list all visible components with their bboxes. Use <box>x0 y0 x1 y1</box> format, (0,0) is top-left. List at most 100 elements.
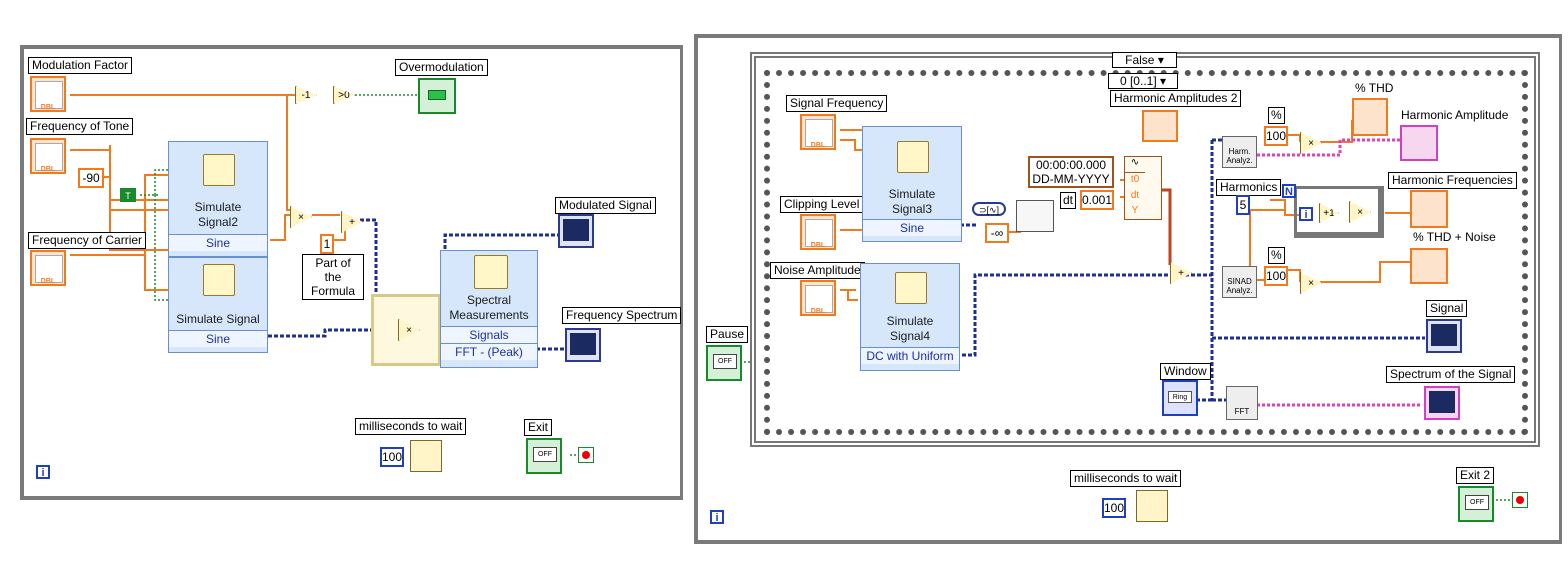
modulation-factor-control[interactable]: DBL <box>30 76 66 112</box>
spectral-measurements-title: Spectral Measurements <box>449 293 529 322</box>
in-place-structure[interactable]: × <box>371 294 441 366</box>
label-spectrum-of-signal: Spectrum of the Signal <box>1386 366 1516 383</box>
simulate-signal-mode[interactable]: Sine <box>169 330 267 347</box>
label-harmonic-amplitude: Harmonic Amplitude <box>1401 108 1509 122</box>
exit-2-button-control[interactable]: OFF <box>1458 486 1494 522</box>
timestamp-date: DD-MM-YYYY <box>1032 172 1110 186</box>
simulate-signal2-mode[interactable]: Sine <box>169 234 267 251</box>
label-pause: Pause <box>706 326 749 343</box>
noise-amplitude-control[interactable]: DBL <box>800 280 836 316</box>
simulate-signal4-mode[interactable]: DC with Uniform <box>861 347 959 364</box>
dynamic-data-convert-icon[interactable]: ⊃[∿] <box>972 202 1006 216</box>
harmonic-frequencies-indicator[interactable] <box>1410 190 1448 228</box>
label-modulated-signal: Modulated Signal <box>555 197 656 214</box>
true-constant[interactable]: T <box>120 188 136 202</box>
signal-graph-indicator[interactable] <box>1426 319 1462 353</box>
thd-noise-indicator[interactable] <box>1410 248 1448 284</box>
constant-negative-infinity[interactable]: -∞ <box>985 223 1009 243</box>
label-percent-noise-constant: % <box>1268 247 1285 264</box>
multiply-primitive-inner[interactable]: × <box>398 319 420 341</box>
label-dt-constant: dt <box>1060 192 1077 209</box>
constant-hundred-noise[interactable]: 100 <box>1264 266 1288 286</box>
peak-icon <box>474 255 508 289</box>
timestamp-constant[interactable]: 00:00:00.000 DD-MM-YYYY <box>1028 156 1114 188</box>
timestamp-time: 00:00:00.000 <box>1035 158 1107 172</box>
case-selector-value: False <box>1125 53 1155 67</box>
label-harmonics: Harmonics <box>1216 179 1282 196</box>
free-label-part-of-formula: Part of the Formula <box>302 254 364 300</box>
increment-primitive[interactable]: +1 <box>1319 203 1339 223</box>
clipping-level-control[interactable]: DBL <box>800 214 836 250</box>
sequence-selector-value: 0 [0..1] <box>1119 74 1157 88</box>
sequence-selector[interactable]: 0 [0..1] ▾ <box>1108 73 1178 89</box>
loop-condition-stop-icon[interactable] <box>1512 492 1528 508</box>
simulate-signal-icon <box>895 272 927 304</box>
y-terminal: Y <box>1131 205 1139 216</box>
waveform-icon: ∿ <box>1125 157 1145 173</box>
label-noise-amplitude: Noise Amplitude <box>770 262 865 279</box>
label-frequency-of-tone: Frequency of Tone <box>26 118 134 135</box>
label-frequency-spectrum: Frequency Spectrum <box>562 307 682 324</box>
simulate-signal-icon <box>203 264 235 296</box>
simulate-signal3-mode[interactable]: Sine <box>863 219 961 236</box>
label-modulation-factor: Modulation Factor <box>28 57 133 74</box>
spectral-signals-row[interactable]: Signals <box>441 326 537 343</box>
frequency-of-tone-control[interactable]: DBL <box>30 138 66 174</box>
harm-analyz-label: Harm. Analyz. <box>1226 147 1253 165</box>
frequency-of-carrier-control[interactable]: DBL <box>30 250 66 286</box>
wait-ms-metronome-icon[interactable] <box>1136 490 1168 522</box>
label-exit: Exit <box>524 419 553 436</box>
wait-constant[interactable]: 100 <box>380 447 404 467</box>
fft-label: FFT <box>1234 407 1250 416</box>
harmonics-constant[interactable]: 5 <box>1236 195 1250 215</box>
for-loop[interactable]: +1 × i <box>1294 186 1384 238</box>
constant-minus-ninety[interactable]: -90 <box>78 168 104 188</box>
label-overmodulation: Overmodulation <box>395 59 488 76</box>
for-loop-count-terminal: N <box>1282 184 1296 198</box>
while-loop-right[interactable] <box>694 34 1562 544</box>
harmonic-amplitude-indicator[interactable] <box>1400 125 1438 161</box>
while-loop-left[interactable] <box>20 45 683 500</box>
fft-spectrum-subvi[interactable]: FFT <box>1226 386 1258 420</box>
label-harmonic-amplitudes-2: Harmonic Amplitudes 2 <box>1110 90 1242 107</box>
spectrum-of-signal-graph-indicator[interactable] <box>1424 386 1460 420</box>
wait-constant-right[interactable]: 100 <box>1102 498 1126 518</box>
frequency-spectrum-graph-indicator[interactable] <box>565 328 601 362</box>
case-selector[interactable]: False ▾ <box>1112 52 1177 68</box>
exit-button-control[interactable]: OFF <box>526 438 562 474</box>
signal-frequency-control[interactable]: DBL <box>800 114 836 150</box>
thd-indicator[interactable] <box>1352 98 1388 136</box>
label-harmonic-frequencies: Harmonic Frequencies <box>1388 172 1517 189</box>
harmonic-amplitudes-2-indicator[interactable] <box>1142 110 1178 142</box>
build-waveform-node[interactable]: ∿ t0 dt Y <box>1124 156 1162 220</box>
modulated-signal-graph-indicator[interactable] <box>558 214 594 248</box>
pause-button-control[interactable]: OFF <box>706 345 742 381</box>
overmodulation-indicator[interactable] <box>418 78 456 114</box>
iteration-terminal-icon: i <box>36 465 50 479</box>
sinad-analyzer-subvi[interactable]: SINAD Analyz. <box>1222 266 1257 298</box>
spectral-measurements-express-vi[interactable]: Spectral Measurements Signals FFT - (Pea… <box>440 250 538 368</box>
simulate-signal-express-vi[interactable]: Simulate Signal Sine <box>168 257 268 353</box>
label-milliseconds-to-wait-right: milliseconds to wait <box>1070 470 1182 487</box>
loop-condition-stop-icon[interactable] <box>578 447 594 463</box>
wait-ms-metronome-icon[interactable] <box>410 440 442 472</box>
constant-one[interactable]: 1 <box>320 234 334 254</box>
t0-terminal: t0 <box>1130 174 1140 185</box>
dt-terminal: dt <box>1130 190 1140 201</box>
label-thd-noise: % THD + Noise <box>1413 230 1496 244</box>
clip-function-icon[interactable] <box>1016 200 1054 232</box>
label-signal: Signal <box>1426 300 1468 317</box>
simulate-signal4-express-vi[interactable]: Simulate Signal4 DC with Uniform <box>860 263 960 371</box>
simulate-signal2-express-vi[interactable]: Simulate Signal2 Sine <box>168 141 268 257</box>
simulate-signal3-express-vi[interactable]: Simulate Signal3 Sine <box>862 126 962 242</box>
label-percent-thd-constant: % <box>1268 107 1285 124</box>
simulate-signal-title: Simulate Signal <box>176 312 260 326</box>
for-loop-iteration-icon: i <box>1299 207 1313 221</box>
spectral-mode-row[interactable]: FFT - (Peak) <box>441 343 537 360</box>
window-ring-control[interactable]: Ring <box>1162 380 1198 416</box>
multiply-primitive[interactable]: × <box>1349 201 1371 223</box>
dt-constant[interactable]: 0.001 <box>1080 190 1114 210</box>
label-clipping-level: Clipping Level <box>780 196 864 213</box>
harmonic-analyzer-subvi[interactable]: Harm. Analyz. <box>1222 136 1257 168</box>
constant-hundred-thd[interactable]: 100 <box>1264 126 1288 146</box>
